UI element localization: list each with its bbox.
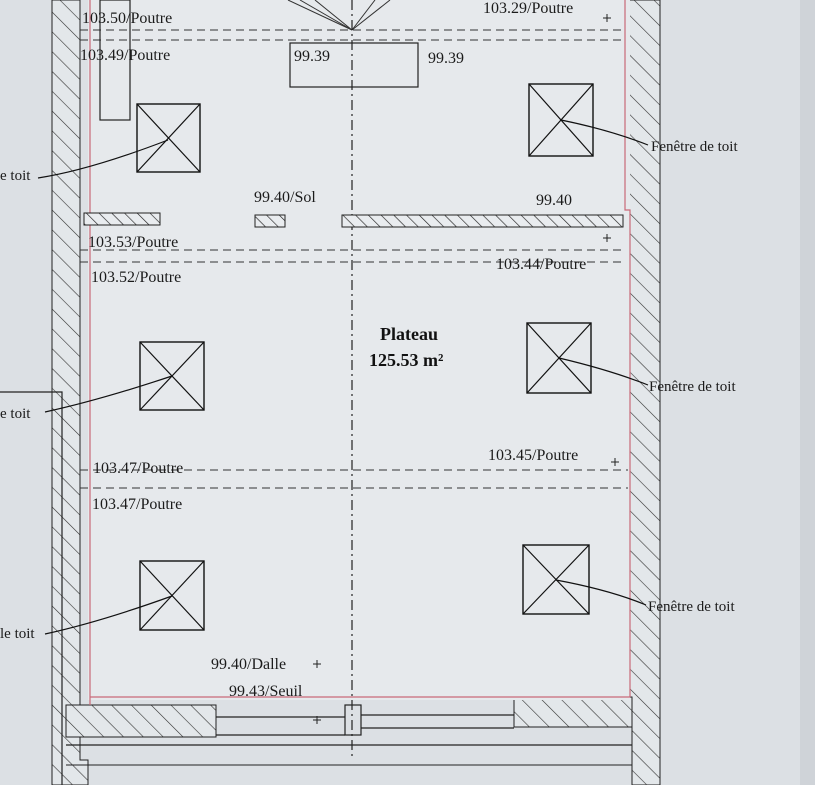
skylight-right-3 — [522, 544, 590, 615]
window-label-right-1: Fenêtre de toit — [651, 139, 738, 155]
leader-right-1 — [560, 119, 649, 146]
beam-label-top-left-lower: 103.49/Poutre — [80, 47, 170, 64]
bottom-wall-right — [513, 696, 633, 728]
door-jamb — [344, 704, 362, 736]
room-name: Plateau — [380, 324, 438, 344]
leader-left-3 — [44, 595, 173, 635]
room-interior — [88, 0, 630, 700]
leader-right-2 — [558, 357, 649, 386]
stair-line — [314, 0, 353, 31]
beam-label-top-right: 103.29/Poutre — [483, 0, 573, 17]
leader-right-3 — [555, 579, 647, 606]
stair-line — [299, 0, 353, 31]
window-label-right-3: Fenêtre de toit — [648, 599, 735, 615]
beam-label-mid-left-lower: 103.52/Poutre — [91, 269, 181, 286]
level-top-stair-left: 99.39 — [294, 48, 330, 65]
floor-strip-right — [341, 214, 624, 228]
beam-label-low-left-upper: 103.47/Poutre — [93, 460, 183, 477]
stair-line — [351, 0, 391, 31]
window-label-right-2: Fenêtre de toit — [649, 379, 736, 395]
floor-strip-center — [254, 214, 286, 228]
stair-line — [287, 0, 353, 31]
level-floor-right: 99.40 — [536, 192, 572, 209]
window-label-left-1: e toit — [0, 168, 31, 184]
beam-label-mid-right: 103.44/Poutre — [496, 256, 586, 273]
beam-label-top-left-upper: 103.50/Poutre — [82, 10, 172, 27]
skylight-left-1 — [136, 103, 201, 173]
paper-edge — [800, 0, 815, 785]
room-outline-right — [624, 0, 631, 697]
room-area: 125.53 m² — [369, 350, 443, 370]
left-leader-frame — [0, 391, 63, 785]
leader-left-1 — [37, 139, 169, 179]
left-wall — [51, 0, 89, 785]
beam-label-mid-left-upper: 103.53/Poutre — [88, 234, 178, 251]
leader-left-2 — [44, 375, 173, 413]
beam-label-low-left-lower: 103.47/Poutre — [92, 496, 182, 513]
level-floor-left: 99.40/Sol — [254, 189, 316, 206]
column-top-left — [99, 0, 131, 121]
level-top-stair-right: 99.39 — [428, 50, 464, 67]
top-opening — [289, 42, 419, 88]
bottom-wall-left — [65, 704, 217, 738]
level-slab: 99.40/Dalle — [211, 656, 286, 673]
level-sill: 99.43/Seuil — [229, 683, 303, 700]
window-label-left-3: le toit — [0, 626, 35, 642]
stair-line — [351, 0, 376, 31]
beam-label-low-right: 103.45/Poutre — [488, 447, 578, 464]
floor-strip-left — [83, 212, 161, 226]
level-marks — [313, 14, 619, 724]
window-label-left-2: e toit — [0, 406, 31, 422]
skylight-left-3 — [139, 560, 205, 631]
